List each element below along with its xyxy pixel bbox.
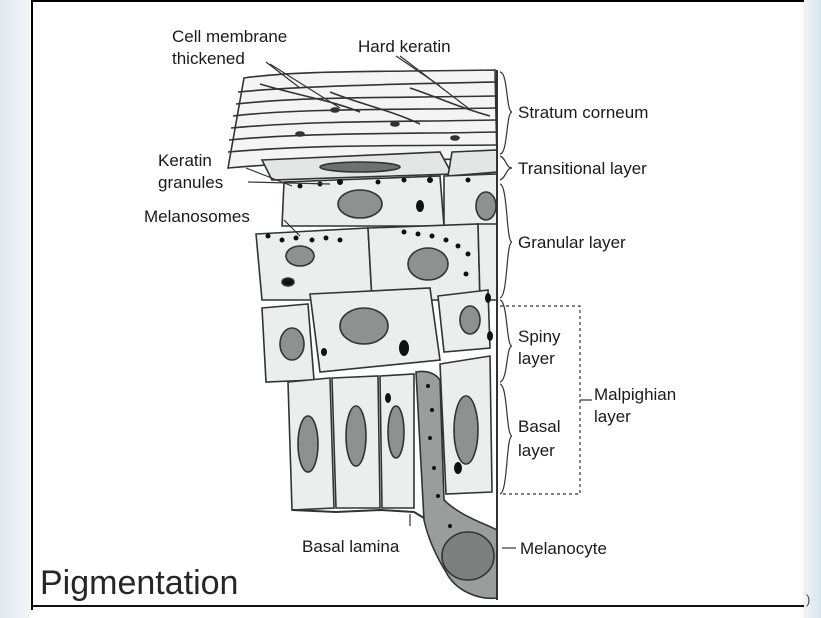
- label-cell-membrane: Cell membrane: [172, 27, 287, 46]
- label-malpighian: Malpighian: [594, 385, 676, 404]
- label-hard-keratin: Hard keratin: [358, 37, 451, 56]
- label-spiny: Spiny: [518, 327, 561, 346]
- slide-number: ): [806, 592, 810, 607]
- granular-layer-drawing: [256, 224, 497, 300]
- slide-frame-top: [31, 0, 804, 2]
- label-keratin: Keratin: [158, 151, 212, 170]
- label-stratum-corneum: Stratum corneum: [518, 103, 648, 122]
- basal-layer-drawing: [288, 356, 492, 510]
- label-granular-layer: Granular layer: [518, 233, 626, 252]
- slide-title: Pigmentation: [40, 566, 238, 600]
- label-melanocyte: Melanocyte: [520, 539, 607, 558]
- slide-frame-left: [31, 0, 33, 610]
- label-granules: granules: [158, 173, 223, 192]
- slide-frame-bottom: [31, 605, 804, 607]
- basal-lamina-line: [292, 510, 424, 518]
- label-spiny-layer: layer: [518, 349, 555, 368]
- label-transitional-layer: Transitional layer: [518, 159, 647, 178]
- label-basal: Basal: [518, 417, 561, 436]
- granular-cells-upper: [282, 174, 497, 226]
- label-thickened: thickened: [172, 49, 245, 68]
- label-malpighian-layer: layer: [594, 407, 631, 426]
- label-basal-lamina: Basal lamina: [302, 537, 400, 556]
- label-basal-layer: layer: [518, 441, 555, 460]
- label-melanosomes: Melanosomes: [144, 207, 250, 226]
